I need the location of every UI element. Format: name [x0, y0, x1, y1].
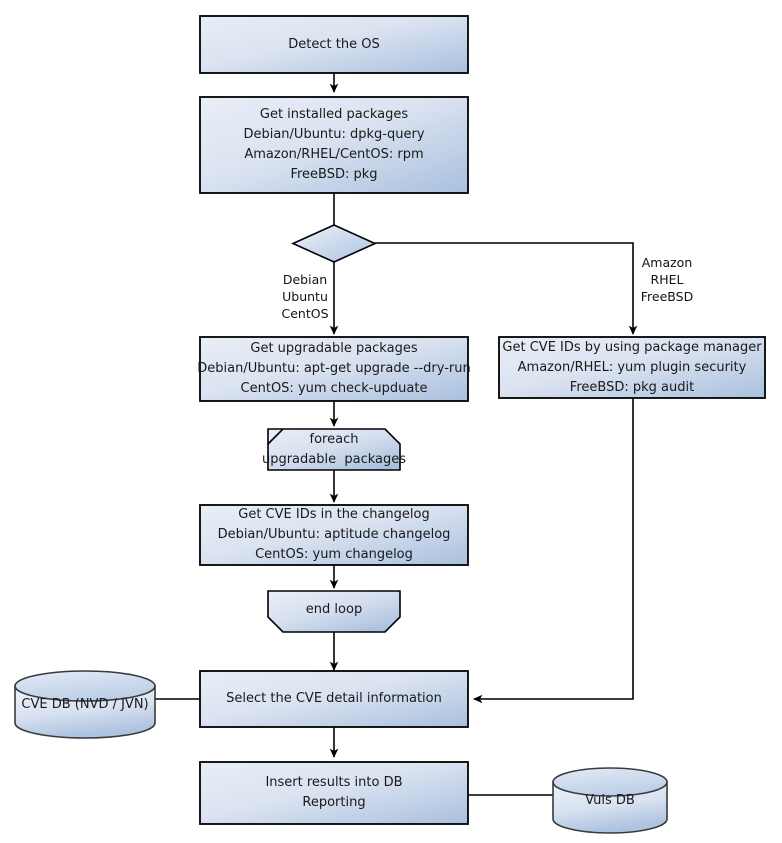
- node-insert-results: [199, 761, 469, 825]
- node-os-decision: [291, 224, 377, 263]
- edge-decision-to-pkgmanager: [375, 242, 638, 335]
- node-cve-db: [14, 670, 156, 739]
- node-detect-os: [199, 15, 469, 74]
- node-get-cve-ids-changelog: [199, 504, 469, 566]
- node-end-loop: [267, 590, 401, 633]
- edge-pkgmanager-to-select: [473, 398, 634, 704]
- node-get-upgradable-packages: [199, 336, 469, 402]
- node-select-cve-detail: [199, 670, 469, 728]
- edge-label-right-branch: Amazon RHEL FreeBSD: [640, 255, 694, 304]
- node-get-cve-ids-pkg-manager: [498, 336, 766, 399]
- edge-label-left-branch: Debian Ubuntu CentOS: [281, 272, 329, 321]
- node-vuls-db: [552, 767, 668, 834]
- node-get-installed-packages: [199, 96, 469, 194]
- node-foreach-corner-left: [267, 428, 284, 445]
- node-foreach-loop-start: [267, 428, 401, 471]
